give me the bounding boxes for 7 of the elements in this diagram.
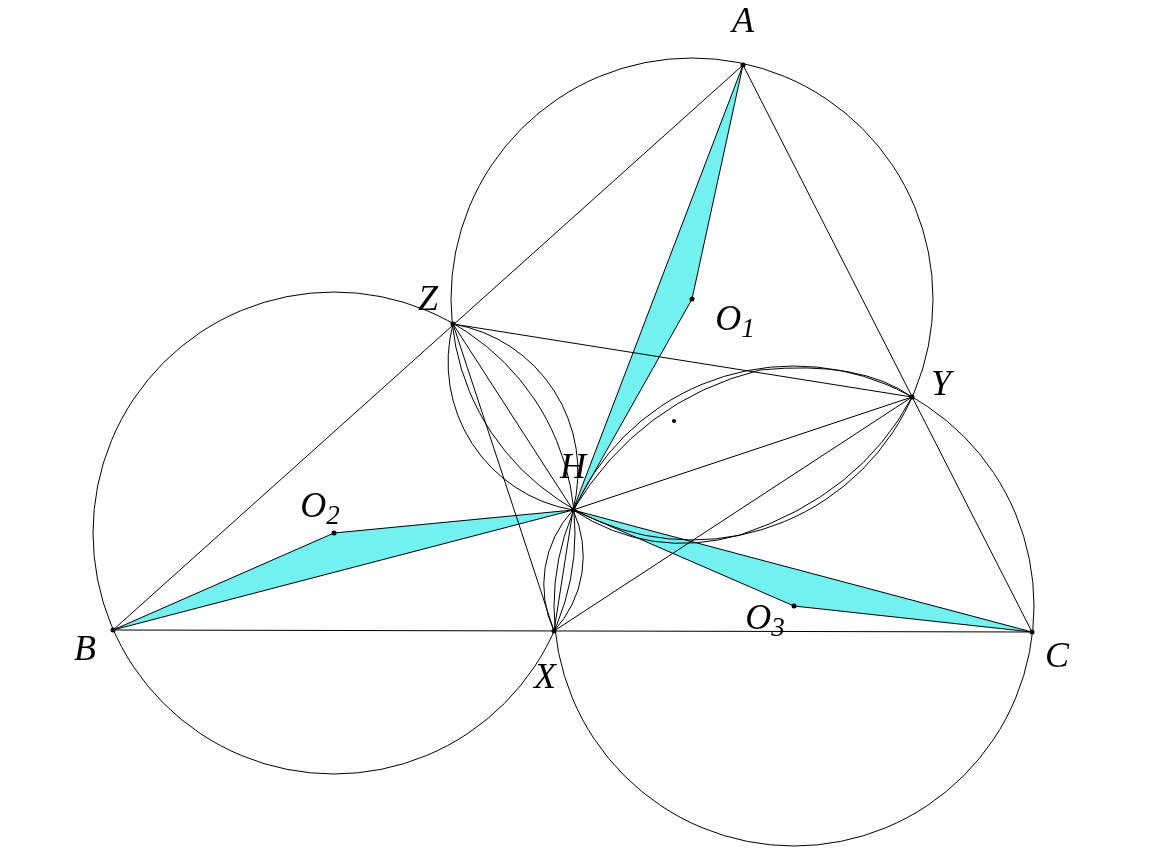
- point-label: A: [732, 2, 754, 38]
- point-label: O$_{2}$: [300, 487, 340, 523]
- point-label: O$_{1}$: [715, 300, 755, 336]
- point-label: B: [74, 630, 96, 666]
- point-label: X: [534, 658, 556, 694]
- point-label: C: [1045, 637, 1069, 673]
- point-label: Z: [418, 280, 438, 316]
